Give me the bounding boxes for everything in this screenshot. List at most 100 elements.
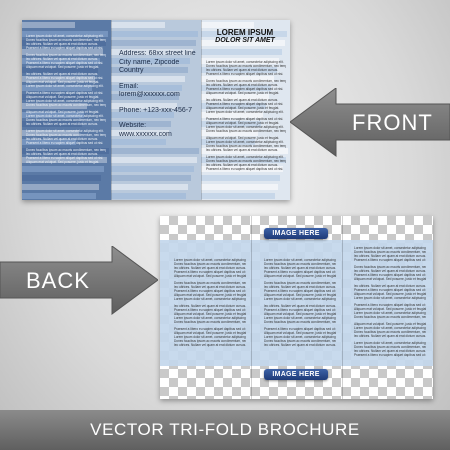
body-text-line: Lorem ipsum dolor sit amet, consectetur … (174, 316, 246, 320)
body-paragraph: Praesent a libero eu sapien aliquet dapi… (264, 327, 336, 347)
decorative-stripe (201, 67, 277, 73)
decorative-stripe (201, 49, 282, 55)
body-text-line: Lorem ipsum dolor sit amet, consectetur … (264, 297, 336, 301)
decorative-stripe (22, 103, 87, 109)
body-text-line: Aliquam erat volutpat. Sed posuere, just… (264, 312, 336, 316)
front-right-panel: LOREM IPSUM DOLOR SIT AMET Lorem ipsum d… (201, 20, 290, 200)
decorative-stripe (22, 76, 95, 82)
body-text-line: Lorem ipsum dolor sit amet, consectetur … (354, 341, 426, 345)
body-text-line: leo ultrices. Nullam vel quam at erat di… (206, 83, 279, 87)
body-text-line: leo ultrices. Nullam vel quam at erat di… (264, 304, 336, 308)
body-paragraph: Donec faucibus ipsum ac mauris condiment… (354, 265, 426, 281)
body-text-line: leo ultrices. Nullam vel quam at erat di… (206, 68, 279, 72)
body-text-line: Donec faucibus ipsum ac mauris condiment… (26, 133, 106, 137)
body-text-line: leo ultrices. Nullam vel quam at erat di… (26, 152, 99, 156)
body-text-line: Aliquam erat volutpat. Sed posuere, just… (26, 110, 100, 114)
title-line-1: LOREM IPSUM (216, 28, 274, 37)
back-middle-body-text: Lorem ipsum dolor sit amet, consectetur … (264, 258, 336, 350)
body-text-line: Donec faucibus ipsum ac mauris condiment… (264, 262, 336, 266)
body-text-line: Praesent a libero eu sapien aliquet dapi… (354, 303, 426, 307)
body-text-line: Donec faucibus ipsum ac mauris condiment… (354, 315, 426, 319)
body-text-line: leo ultrices. Nullam vel quam at erat di… (26, 137, 99, 141)
body-text-line: Aliquam erat volutpat. Sed posuere, just… (264, 331, 336, 335)
decorative-stripe (201, 22, 255, 28)
decorative-stripe (111, 49, 193, 55)
body-text-line: Praesent a libero eu sapien aliquet dapi… (174, 289, 246, 293)
body-text-line: leo ultrices. Nullam vel quam at erat di… (174, 266, 246, 270)
body-text-line: leo ultrices. Nullam vel quam at erat di… (354, 254, 426, 258)
front-arrow: FRONT (290, 88, 450, 158)
body-text-line: Lorem ipsum dolor sit amet, consectetur … (206, 155, 284, 159)
decorative-stripe (201, 85, 272, 91)
body-text-line: leo ultrices. Nullam vel quam at erat di… (26, 122, 99, 126)
body-text-line: Donec faucibus ipsum ac mauris condiment… (206, 144, 286, 148)
decorative-stripe (201, 139, 256, 145)
body-text-line: Praesent a libero eu sapien aliquet dapi… (26, 76, 104, 80)
body-text-line: Donec faucibus ipsum ac mauris condiment… (26, 103, 106, 107)
body-paragraph: Lorem ipsum dolor sit amet, consectetur … (26, 34, 106, 50)
body-text-line: Praesent a libero eu sapien aliquet dapi… (26, 46, 104, 50)
body-text-line: Donec faucibus ipsum ac mauris condiment… (206, 64, 286, 68)
body-paragraph: leo ultrices. Nullam vel quam at erat di… (206, 98, 286, 114)
decorative-stripe (22, 58, 101, 64)
body-text-line: Aliquam erat volutpat. Sed posuere, just… (174, 331, 246, 335)
body-text-line: leo ultrices. Nullam vel quam at erat di… (174, 285, 246, 289)
decorative-stripe (22, 49, 103, 55)
contact-block: Address: 68xx street line City name, Zip… (119, 50, 196, 146)
body-paragraph: Lorem ipsum dolor sit amet, consectetur … (354, 246, 426, 262)
decorative-stripe (111, 31, 199, 37)
body-text-line: Lorem ipsum dolor sit amet, consectetur … (26, 114, 104, 118)
decorative-stripe (111, 40, 196, 46)
body-text-line: Lorem ipsum dolor sit amet, consectetur … (354, 326, 426, 330)
body-paragraph: leo ultrices. Nullam vel quam at erat di… (354, 284, 426, 300)
body-text-line: Aliquam erat volutpat. Sed posuere, just… (26, 160, 100, 164)
decorative-stripe (111, 193, 186, 199)
decorative-stripe (22, 184, 99, 190)
body-text-line: Lorem ipsum dolor sit amet, consectetur … (264, 335, 336, 339)
decorative-stripe (201, 94, 269, 100)
decorative-stripe (22, 139, 77, 145)
body-text-line: Lorem ipsum dolor sit amet, consectetur … (174, 258, 246, 262)
body-text-line: Donec faucibus ipsum ac mauris condiment… (264, 281, 336, 285)
body-text-line: Praesent a libero eu sapien aliquet dapi… (26, 156, 104, 160)
body-text-line: Donec faucibus ipsum ac mauris condiment… (354, 345, 426, 349)
body-text-line: Donec faucibus ipsum ac mauris condiment… (206, 129, 286, 133)
decorative-stripe (111, 103, 177, 109)
decorative-stripe (201, 58, 280, 64)
body-text-line: Praesent a libero eu sapien aliquet dapi… (174, 308, 246, 312)
decorative-stripe (201, 121, 261, 127)
body-text-line: leo ultrices. Nullam vel quam at erat di… (264, 285, 336, 289)
brochure-front: Lorem ipsum dolor sit amet, consectetur … (22, 20, 290, 200)
decorative-stripe (201, 175, 281, 181)
body-text-line: Donec faucibus ipsum ac mauris condiment… (354, 250, 426, 254)
footer-title: VECTOR TRI-FOLD BROCHURE (90, 420, 360, 439)
fold-line (201, 20, 202, 200)
body-text-line: Aliquam erat volutpat. Sed posuere, just… (206, 106, 280, 110)
body-text-line: Aliquam erat volutpat. Sed posuere, just… (354, 292, 426, 296)
body-paragraph: Lorem ipsum dolor sit amet, consectetur … (26, 129, 106, 145)
fold-line (251, 216, 252, 399)
body-paragraph: Lorem ipsum dolor sit amet, consectetur … (206, 60, 286, 76)
fold-line (342, 216, 343, 399)
body-text-line: Aliquam erat volutpat. Sed posuere, just… (354, 277, 426, 281)
body-text-line: Donec faucibus ipsum ac mauris condiment… (174, 320, 246, 324)
body-text-line: Lorem ipsum dolor sit amet, consectetur … (206, 60, 284, 64)
body-paragraph: Aliquam erat volutpat. Sed posuere, just… (206, 136, 286, 152)
body-text-line: leo ultrices. Nullam vel quam at erat di… (26, 57, 99, 61)
decorative-stripe (111, 184, 189, 190)
decorative-stripe (201, 112, 264, 118)
body-text-line: Donec faucibus ipsum ac mauris condiment… (354, 265, 426, 269)
body-text-line: Lorem ipsum dolor sit amet, consectetur … (174, 297, 246, 301)
decorative-stripe (22, 85, 93, 91)
email-label: Email: (119, 82, 139, 90)
decorative-stripe (111, 166, 194, 172)
body-paragraph: leo ultrices. Nullam vel quam at erat di… (264, 304, 336, 324)
body-text-line: Praesent a libero eu sapien aliquet dapi… (354, 258, 426, 262)
body-text-line: Lorem ipsum dolor sit amet, consectetur … (264, 316, 336, 320)
body-text-line: Donec faucibus ipsum ac mauris condiment… (26, 53, 106, 57)
body-paragraph: Donec faucibus ipsum ac mauris condiment… (174, 281, 246, 301)
decorative-stripe (201, 31, 288, 37)
body-text-line: Donec faucibus ipsum ac mauris condiment… (174, 262, 246, 266)
body-text-line: Donec faucibus ipsum ac mauris condiment… (26, 148, 106, 152)
body-text-line: Donec faucibus ipsum ac mauris condiment… (206, 159, 286, 163)
